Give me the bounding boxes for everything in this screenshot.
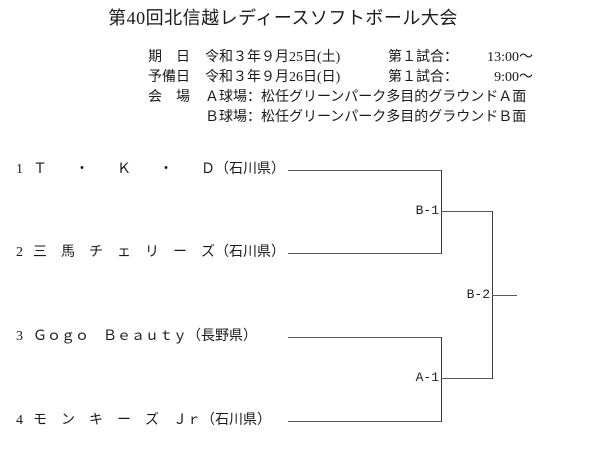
- bracket-line-team1: [288, 170, 442, 171]
- team-name: 三 馬 チ ェ リ ー ズ: [33, 245, 215, 260]
- team-prefecture: （長野県）: [187, 329, 257, 344]
- info-game-time: 13:00～: [487, 50, 533, 65]
- bracket-line-team3: [288, 337, 442, 338]
- info-value: Ａ球場：松任グリーンパーク多目的グラウンドＡ面: [205, 90, 527, 105]
- team-row: 1 Ｔ ・ Ｋ ・ Ｄ （石川県）: [16, 160, 285, 180]
- info-game-time: [458, 108, 533, 128]
- bracket-line-pair-bottom: [441, 337, 442, 422]
- team-name: Ｔ ・ Ｋ ・ Ｄ: [33, 162, 215, 177]
- info-game-label: 第１試合：: [388, 70, 458, 85]
- match-label-a1: A-1: [415, 370, 439, 385]
- info-label: 会 場: [148, 90, 190, 105]
- bracket-line-pair-top: [441, 170, 442, 254]
- info-row-venue-a: 会 場 Ａ球場：松任グリーンパーク多目的グラウンドＡ面: [148, 88, 533, 108]
- team-prefecture: （石川県）: [215, 245, 285, 260]
- info-value: 令和３年９月26日(日): [205, 70, 341, 85]
- team-row: 2 三 馬 チ ェ リ ー ズ （石川県）: [16, 243, 285, 263]
- team-name: モ ン キ ー ズ Ｊｒ: [33, 413, 201, 428]
- info-row-venue-b: Ｂ球場：松任グリーンパーク多目的グラウンドＢ面: [148, 108, 533, 128]
- info-game-label: [388, 108, 458, 128]
- info-value: Ｂ球場：松任グリーンパーク多目的グラウンドＢ面: [205, 110, 527, 125]
- info-game-time: [458, 88, 533, 108]
- info-value: 令和３年９月25日(土): [205, 50, 341, 65]
- team-prefecture: （石川県）: [201, 413, 271, 428]
- team-row: 4 モ ン キ ー ズ Ｊｒ （石川県）: [16, 411, 271, 431]
- bracket-line-champion: [492, 295, 517, 296]
- info-label: 予備日: [148, 70, 190, 85]
- team-prefecture: （石川県）: [215, 162, 285, 177]
- bracket-line-team4: [288, 421, 442, 422]
- team-name: Ｇｏｇｏ Ｂｅａｕｔｙ: [33, 329, 187, 344]
- page-title: 第40回北信越レディースソフトボール大会: [108, 8, 458, 28]
- info-label: 期 日: [148, 50, 190, 65]
- info-label: [148, 108, 205, 128]
- team-seed: 1: [16, 162, 23, 177]
- info-game-time: 9:00～: [494, 70, 533, 85]
- bracket-line-semifinal-bottom: [441, 378, 492, 379]
- team-row: 3 Ｇｏｇｏ Ｂｅａｕｔｙ （長野県）: [16, 327, 257, 347]
- info-game-label: 第１試合：: [388, 50, 458, 65]
- info-row-date: 期 日 令和３年９月25日(土) 第１試合： 13:00～: [148, 48, 533, 68]
- team-seed: 4: [16, 413, 23, 428]
- bracket-line-semifinal-top: [441, 211, 492, 212]
- bracket-line-team2: [288, 253, 442, 254]
- match-label-b2: B-2: [466, 287, 490, 302]
- event-info: 期 日 令和３年９月25日(土) 第１試合： 13:00～ 予備日 令和３年９月…: [148, 48, 533, 128]
- match-label-b1: B-1: [415, 203, 439, 218]
- info-row-reserve-date: 予備日 令和３年９月26日(日) 第１試合： 9:00～: [148, 68, 533, 88]
- team-seed: 3: [16, 329, 23, 344]
- team-seed: 2: [16, 245, 23, 260]
- info-game-label: [388, 88, 458, 108]
